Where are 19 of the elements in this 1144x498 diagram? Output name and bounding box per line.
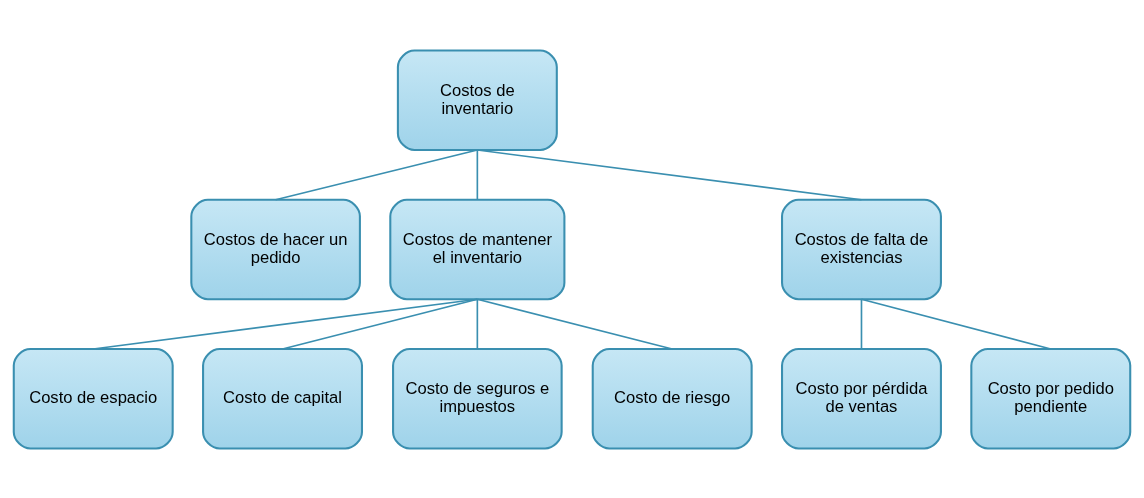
connector [476, 297, 479, 350]
node-box: Costo por pedido pendiente [970, 347, 1132, 449]
node-box: Costos de inventario [396, 49, 558, 151]
connector [860, 297, 863, 350]
connector [476, 148, 479, 201]
connector [860, 297, 1052, 350]
node-box: Costos de mantener el inventario [389, 198, 566, 300]
connector [476, 148, 863, 201]
node-box: Costos de hacer un pedido [190, 198, 361, 300]
node-box: Costo de riesgo [591, 347, 753, 449]
node-box: Costo por pérdida de ventas [781, 347, 942, 449]
connector [281, 297, 479, 350]
connector [476, 297, 673, 350]
connector [274, 148, 479, 201]
node-box: Costo de capital [202, 347, 363, 449]
node-box: Costos de falta de existencias [781, 198, 942, 300]
connector [92, 297, 479, 350]
node-box: Costo de seguros e impuestos [392, 347, 563, 449]
node-box: Costo de espacio [12, 347, 174, 449]
